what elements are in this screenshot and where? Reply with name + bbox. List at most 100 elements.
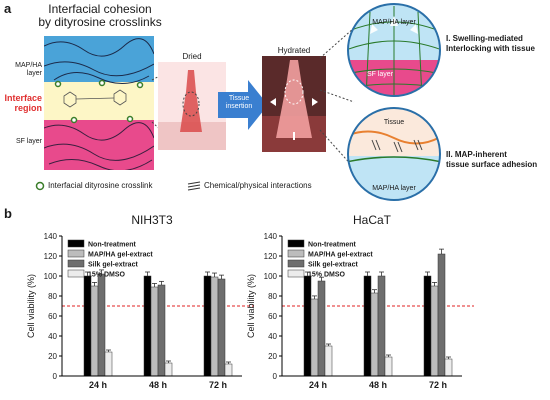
interface-label-line2: region — [14, 103, 42, 113]
y-tick-label: 100 — [44, 272, 58, 281]
x-tick-label: 48 h — [369, 380, 387, 390]
circle-bottom-tissue-label: Tissue — [384, 119, 404, 126]
y-tick-label: 100 — [264, 272, 278, 281]
panel-b-letter: b — [4, 206, 12, 221]
y-tick-label: 40 — [268, 332, 277, 341]
bar-15-dmso-72h — [444, 358, 453, 377]
map-adhesion-circle: Tissue MAP/HA layer — [347, 107, 441, 201]
bar-map-ha-gel-extract-24h — [310, 298, 319, 377]
mechanism-1-line2: Interlocking with tissue — [446, 44, 535, 53]
y-tick-label: 0 — [273, 372, 278, 381]
bar-15-dmso-48h — [164, 362, 173, 377]
y-tick-label: 20 — [268, 352, 277, 361]
bar-silk-gel-extract-24h — [317, 280, 326, 377]
chart-title: HaCaT — [353, 213, 392, 227]
y-tick-label: 0 — [53, 372, 58, 381]
legend-swatch — [67, 259, 85, 268]
sf-layer-block — [44, 120, 154, 170]
hydrated-photo — [262, 56, 326, 152]
legend-label: MAP/HA gel-extract — [308, 252, 373, 259]
circle-top-sf-label: SF layer — [367, 71, 394, 78]
bar-silk-gel-extract-72h — [217, 278, 226, 377]
legend-swatch — [67, 249, 85, 258]
x-tick-label: 48 h — [149, 380, 167, 390]
y-axis-label: Cell viability (%) — [26, 274, 36, 338]
mechanism-2-line2: tissue surface adhesion — [446, 160, 538, 169]
y-tick-label: 120 — [264, 252, 278, 261]
y-tick-label: 60 — [48, 312, 57, 321]
bar-non-treatment-48h — [363, 275, 372, 377]
arrow-label-line2: insertion — [225, 103, 253, 110]
hydrated-label: Hydrated — [277, 46, 311, 55]
interface-region-label: Interface region — [0, 93, 42, 113]
y-tick-label: 20 — [48, 352, 57, 361]
dried-label: Dried — [182, 52, 202, 61]
hydrated-microneedle — [276, 60, 312, 138]
circle-bottom-map-ha-label: MAP/HA layer — [372, 185, 416, 192]
legend-swatch — [67, 239, 85, 248]
bar-non-treatment-24h — [83, 275, 92, 377]
circle-callout-lines — [319, 27, 355, 169]
mechanism-2-line1: II. MAP-inherent — [446, 150, 507, 159]
bar-15-dmso-24h — [324, 345, 333, 377]
polymer-chains-top — [44, 38, 154, 84]
bar-map-ha-gel-extract-48h — [370, 292, 379, 377]
interface-layer-block — [44, 82, 154, 120]
y-axis-label: Cell viability (%) — [246, 274, 256, 338]
interaction-legend-label: Chemical/physical interactions — [204, 181, 312, 190]
swelling-interlock-circle: MAP/HA layer SF layer — [347, 3, 441, 97]
legend-label: 15% DMSO — [308, 272, 346, 279]
bar-map-ha-gel-extract-48h — [150, 286, 159, 377]
mechanism-2-label: II. MAP-inherent tissue surface adhesion — [446, 150, 550, 170]
tissue-insertion-arrow — [218, 80, 268, 130]
chart-title: NIH3T3 — [131, 213, 173, 227]
map-ha-layer-label: MAP/HA layer — [15, 62, 42, 77]
legend-label: Non-treatment — [308, 242, 357, 249]
bar-silk-gel-extract-72h — [437, 253, 446, 377]
cohesion-title: Interfacial cohesion by dityrosine cross… — [30, 3, 170, 29]
cohesion-title-line2: by dityrosine crosslinks — [38, 15, 162, 29]
sf-layer-label: SF layer — [15, 138, 42, 145]
crosslink-legend-icon — [35, 181, 45, 191]
legend-label: Silk gel-extract — [88, 262, 138, 269]
molecule-sketches — [63, 89, 127, 108]
legend-label: MAP/HA gel-extract — [88, 252, 153, 259]
y-tick-label: 60 — [268, 312, 277, 321]
map-ha-layer-block — [44, 36, 154, 82]
x-tick-label: 72 h — [429, 380, 447, 390]
legend-label: Non-treatment — [88, 242, 137, 249]
bar-map-ha-gel-extract-24h — [90, 285, 99, 377]
bar-non-treatment-72h — [423, 275, 432, 377]
y-tick-label: 80 — [48, 292, 57, 301]
layer-schematic — [44, 36, 154, 170]
bar-non-treatment-48h — [143, 275, 152, 377]
cohesion-title-line1: Interfacial cohesion — [48, 2, 152, 16]
legend-swatch — [287, 269, 305, 278]
x-tick-label: 24 h — [309, 380, 327, 390]
y-tick-label: 140 — [44, 232, 58, 241]
legend-label: Silk gel-extract — [308, 262, 358, 269]
legend-swatch — [287, 249, 305, 258]
bar-map-ha-gel-extract-72h — [210, 276, 219, 377]
interface-label-line1: Interface — [4, 93, 42, 103]
y-tick-label: 80 — [268, 292, 277, 301]
bar-map-ha-gel-extract-72h — [430, 285, 439, 377]
y-tick-label: 40 — [48, 332, 57, 341]
bar-non-treatment-24h — [303, 275, 312, 377]
bar-non-treatment-72h — [203, 275, 212, 377]
dried-photo — [158, 62, 226, 150]
circle-top-map-ha-label: MAP/HA layer — [372, 19, 416, 26]
panel-a-letter: a — [4, 1, 12, 16]
y-tick-label: 120 — [44, 252, 58, 261]
dried-microneedle — [180, 70, 202, 132]
y-tick-label: 140 — [264, 232, 278, 241]
polymer-chains-bottom — [44, 122, 154, 170]
legend-label: 15% DMSO — [88, 272, 126, 279]
bar-silk-gel-extract-48h — [157, 284, 166, 377]
mechanism-1-label: I. Swelling-mediated Interlocking with t… — [446, 34, 550, 54]
legend-swatch — [287, 239, 305, 248]
legend-swatch — [287, 259, 305, 268]
bar-15-dmso-72h — [224, 363, 233, 377]
